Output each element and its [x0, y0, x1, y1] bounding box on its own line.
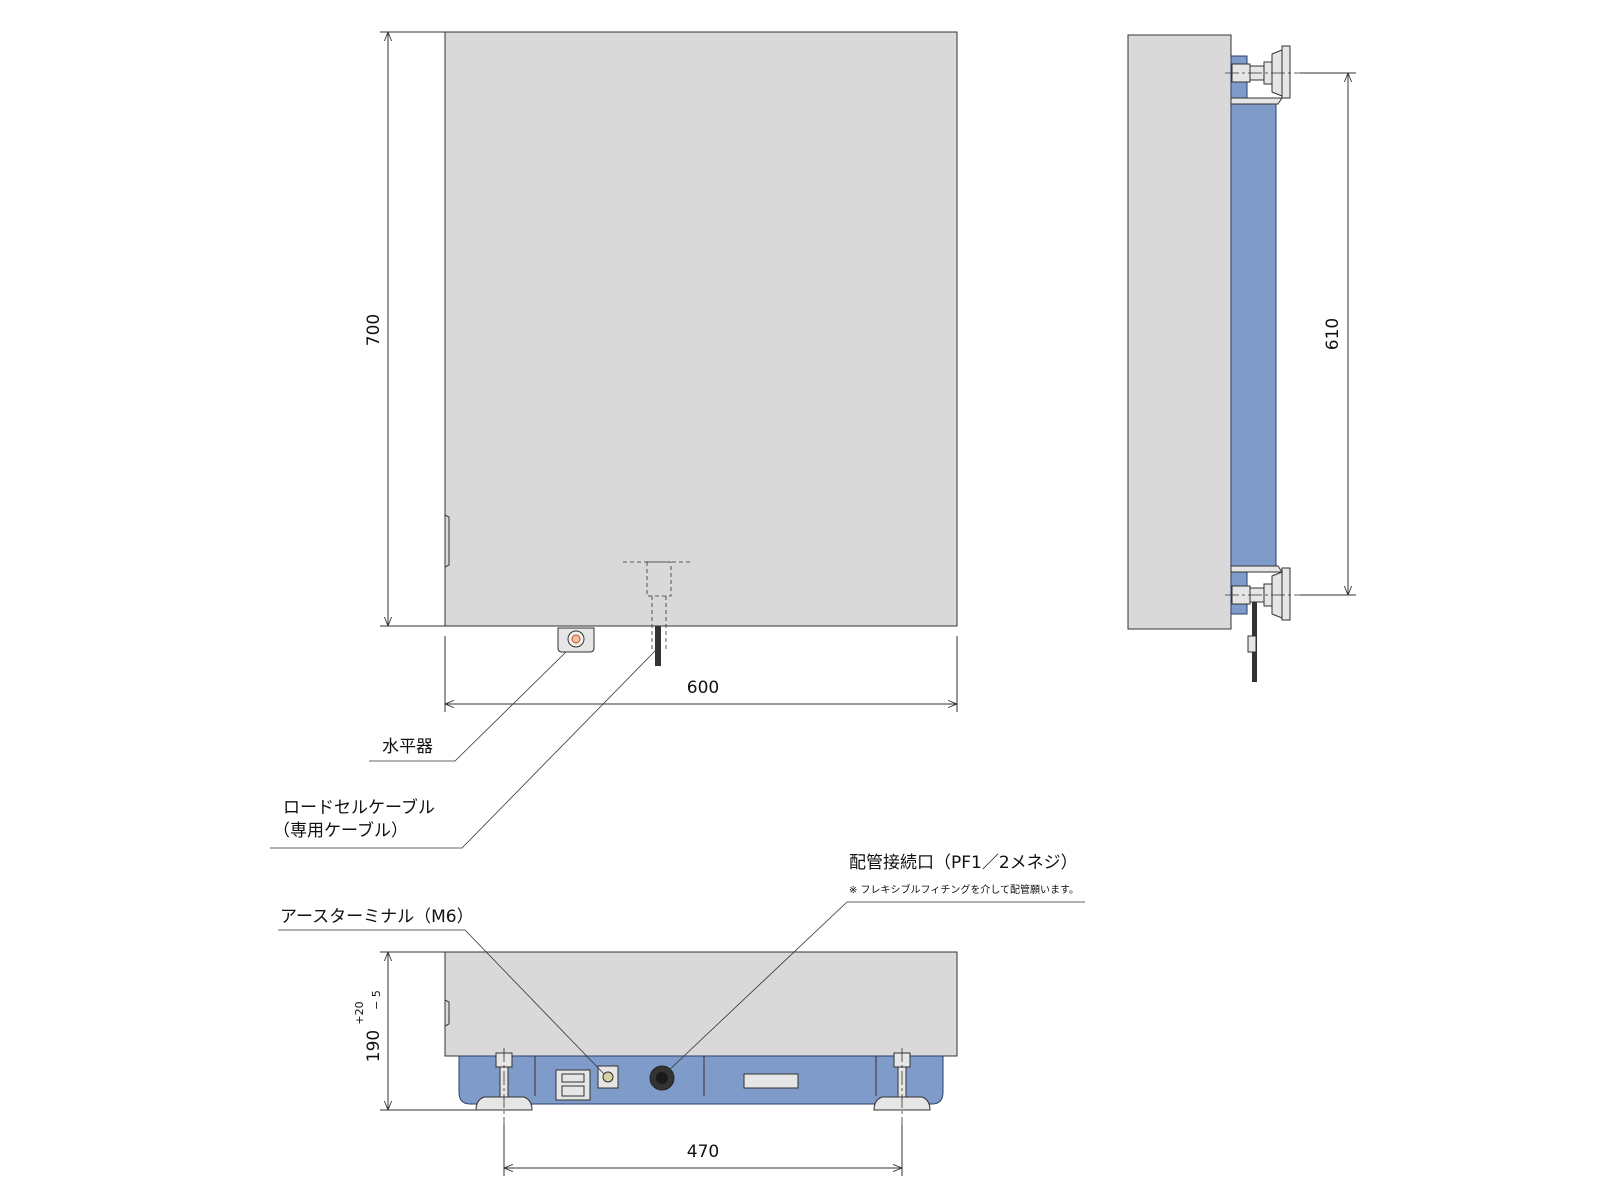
dim-600: 600: [687, 678, 719, 698]
label-pipe-note: ※ フレキシブルフィチングを介して配管願います。: [849, 883, 1079, 896]
side-view: 610: [1127, 34, 1356, 682]
front-left-foot: [475, 1048, 533, 1125]
level-indicator: [557, 627, 595, 653]
top-plate: [444, 31, 958, 627]
side-base-body: [1230, 103, 1277, 567]
top-side-tab: [444, 514, 450, 568]
front-base-body: [458, 1055, 944, 1105]
cable-hidden-box: [623, 561, 693, 650]
dim-190: 190: [364, 1030, 384, 1062]
front-right-foot: [873, 1048, 931, 1125]
label-pipe: 配管接続口（PF1／2メネジ）: [849, 853, 1078, 873]
dim-610: 610: [1323, 318, 1343, 350]
label-earth: アースターミナル（M6）: [280, 907, 474, 927]
label-loadcell-line2: （専用ケーブル）: [273, 820, 408, 841]
nameplate: [743, 1073, 799, 1089]
dim-190-tol-plus: +20: [353, 1001, 366, 1024]
front-plate: [444, 951, 958, 1057]
top-view: 700 600: [364, 31, 958, 712]
pipe-port: [649, 1065, 675, 1091]
dim-470: 470: [687, 1142, 719, 1162]
earth-terminal: [597, 1065, 619, 1089]
dim-700: 700: [364, 314, 384, 346]
front-view: 190 +20 − 5 470: [353, 951, 958, 1176]
annotations: 水平器 ロードセルケーブル （専用ケーブル） アースターミナル（M6） 配管接続…: [270, 650, 1085, 1075]
loadcell-cable-stub: [655, 626, 661, 666]
dim-190-tol-minus: − 5: [370, 990, 383, 1010]
connector-block: [555, 1069, 591, 1101]
label-loadcell-line1: ロードセルケーブル: [283, 797, 435, 818]
side-plate: [1127, 34, 1232, 630]
label-level: 水平器: [382, 737, 433, 757]
